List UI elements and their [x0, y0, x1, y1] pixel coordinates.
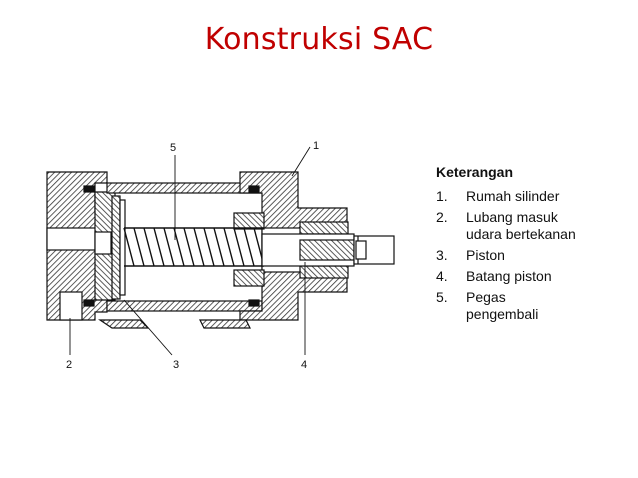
legend-item-number: 4. — [436, 268, 448, 284]
legend-item: 5. Pegas pengembali — [436, 289, 576, 323]
rear-cover-port — [59, 291, 83, 321]
legend-item-text: Rumah silinder — [466, 188, 560, 204]
barrel-bottom-wall — [106, 300, 263, 312]
legend-item-number: 5. — [436, 289, 448, 305]
left-foot — [98, 319, 150, 329]
legend-item-number: 2. — [436, 209, 448, 225]
right-foot — [199, 319, 251, 329]
callout-3: 3 — [173, 359, 179, 371]
legend-item-number: 1. — [436, 188, 448, 204]
legend-item: 2. Lubang masuk udara bertekanan — [436, 209, 576, 243]
legend-item: 1. Rumah silinder — [436, 188, 576, 205]
legend-item-text: Piston — [466, 247, 505, 263]
callout-2: 2 — [66, 359, 72, 371]
barrel-top-wall — [106, 182, 263, 194]
slide-title: Konstruksi SAC — [204, 22, 434, 57]
legend-title: Keterangan — [436, 164, 514, 180]
legend: Keterangan 1. Rumah silinder 2. Lubang m… — [436, 164, 576, 327]
callout-4: 4 — [301, 359, 307, 371]
callout-5: 5 — [170, 142, 176, 154]
legend-item-text: Pegas pengembali — [466, 289, 539, 322]
callout-1: 1 — [313, 140, 319, 152]
legend-item: 3. Piston — [436, 247, 576, 264]
legend-item-text: Lubang masuk udara bertekanan — [466, 209, 576, 242]
return-spring — [123, 227, 265, 267]
legend-item: 4. Batang piston — [436, 268, 576, 285]
legend-item-number: 3. — [436, 247, 448, 263]
legend-item-text: Batang piston — [466, 268, 552, 284]
piston — [111, 195, 121, 300]
